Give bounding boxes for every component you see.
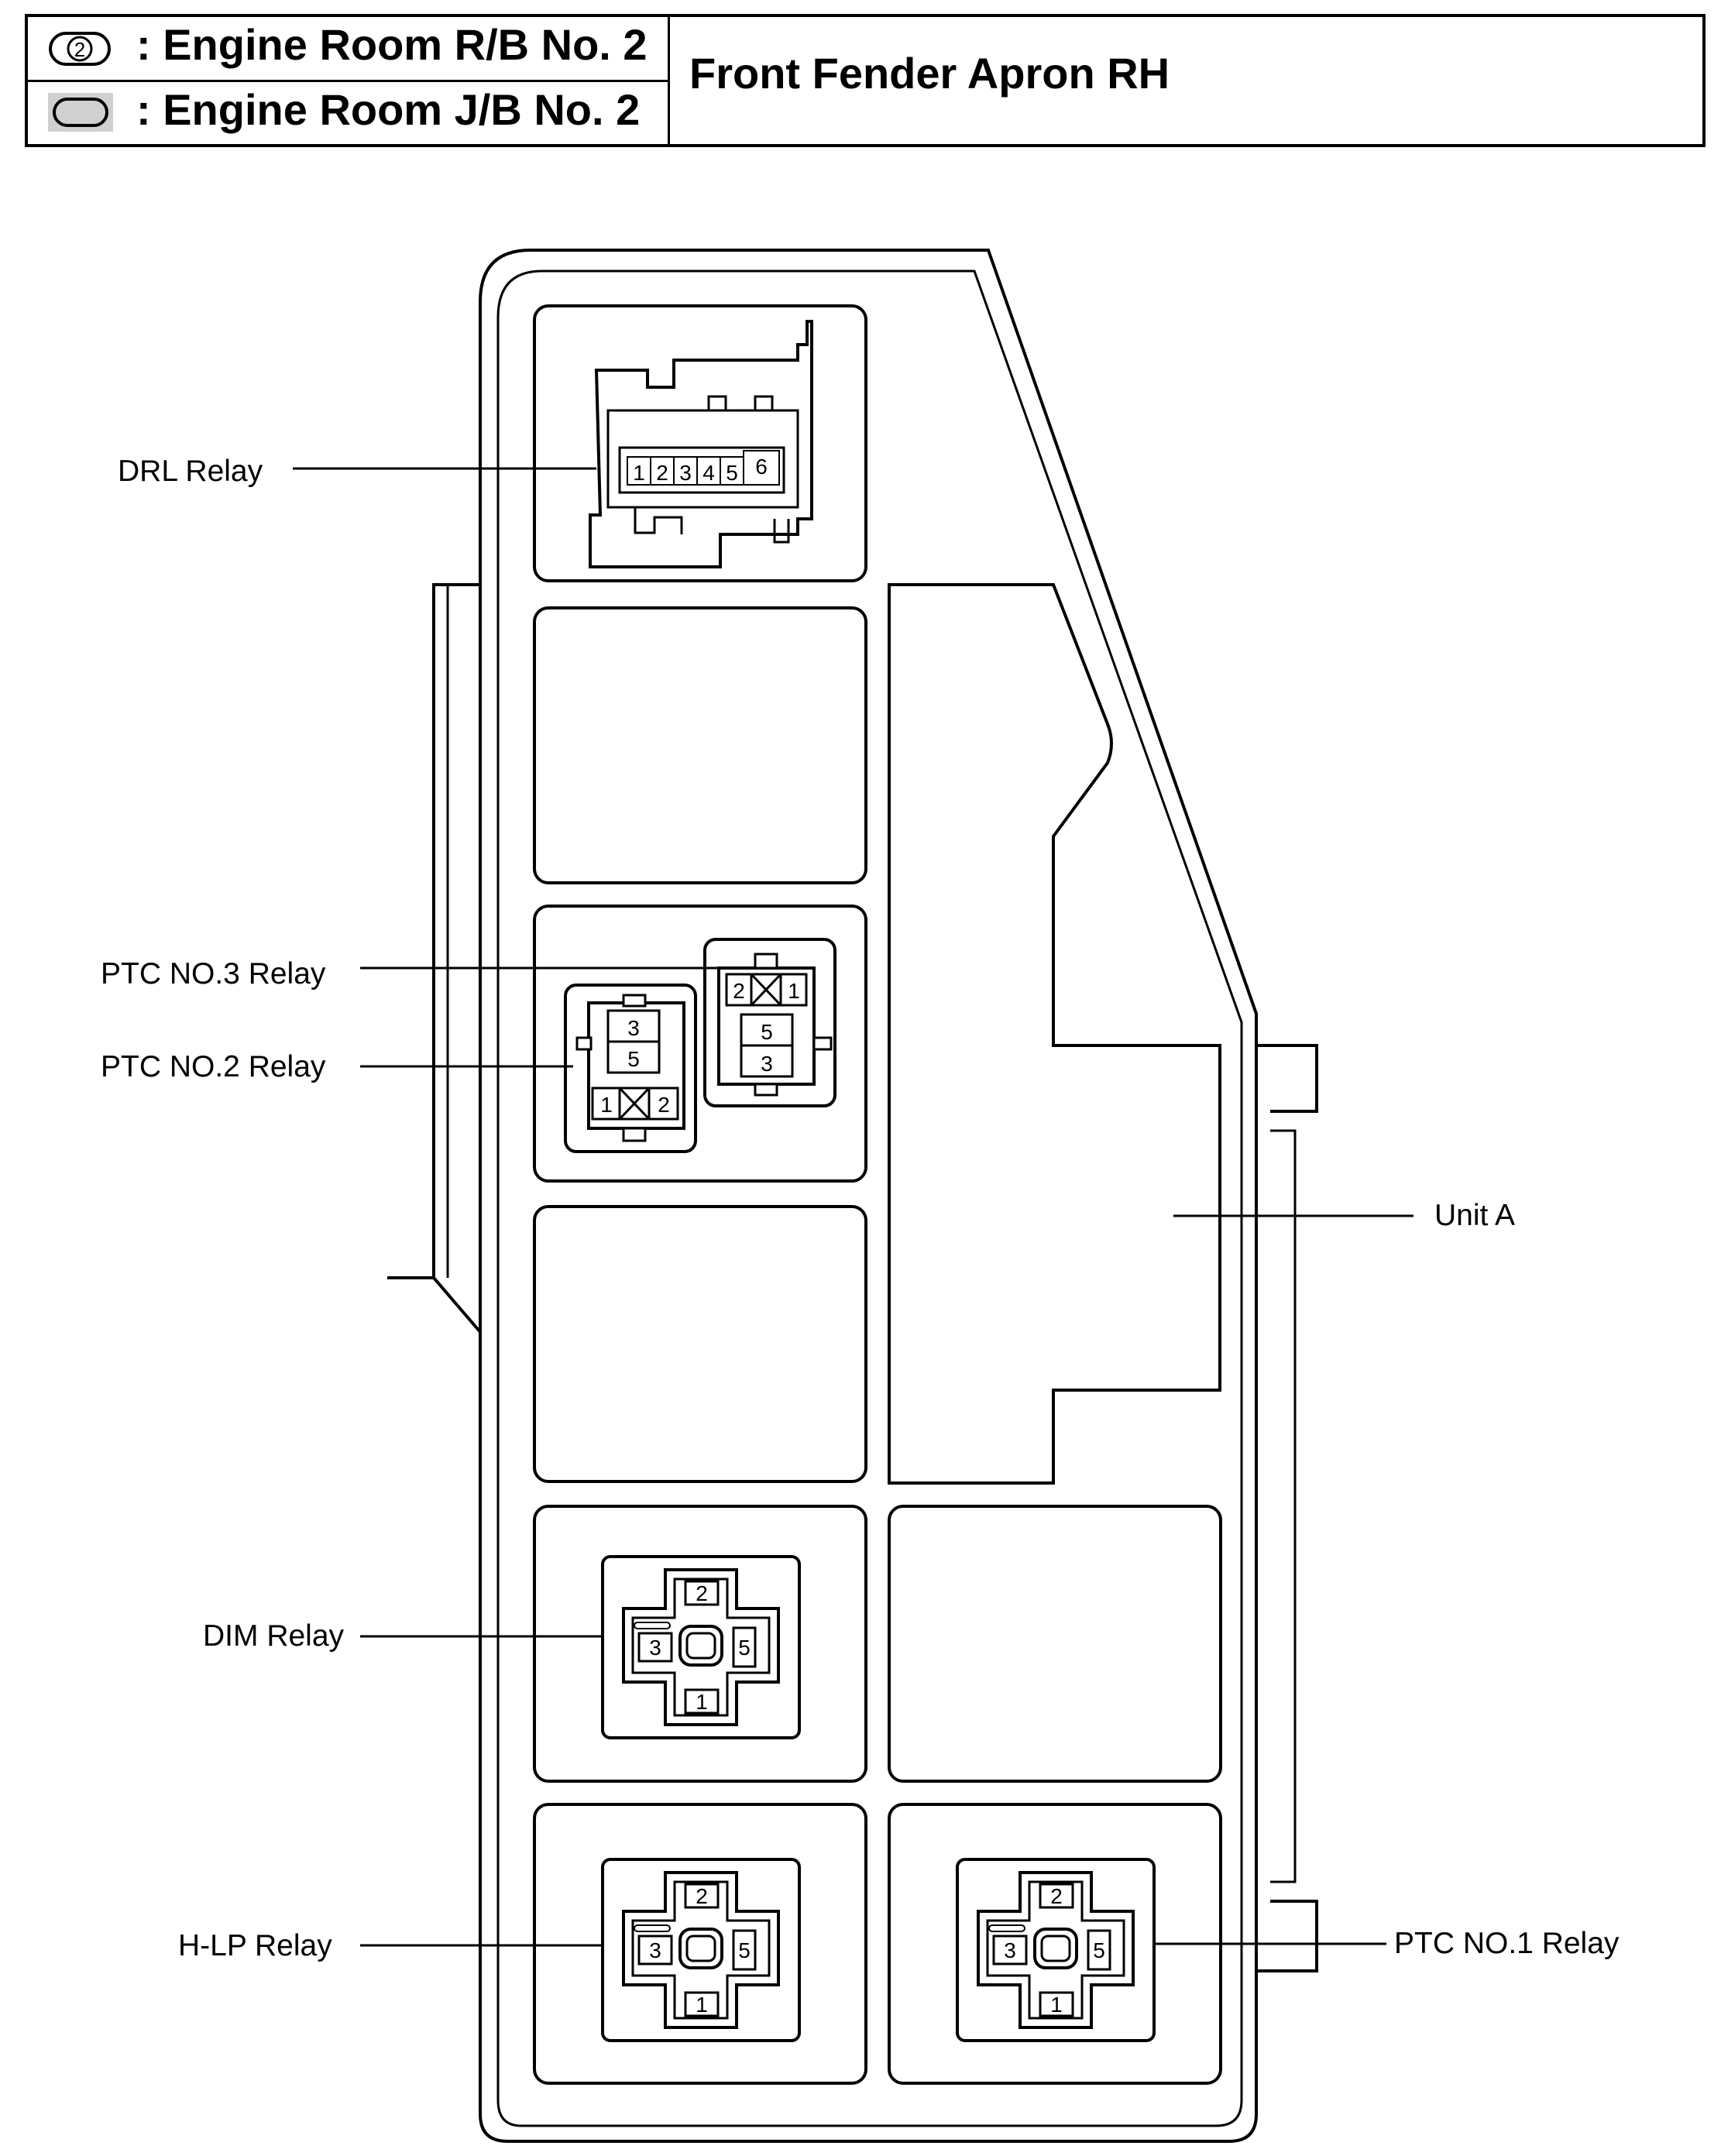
dim-pin-2: 2 — [696, 1581, 708, 1605]
legend-row-rb: 2 : Engine Room R/B No. 2 — [28, 17, 670, 82]
legend-row-jb: : Engine Room J/B No. 2 — [28, 82, 670, 147]
ptc3-pin-1: 1 — [788, 979, 800, 1003]
drl-pin-6: 6 — [755, 455, 768, 479]
dim-relay-label: DIM Relay — [203, 1619, 345, 1653]
legend-jb-label: : Engine Room J/B No. 2 — [136, 85, 641, 134]
numbered-oval-icon: 2 — [49, 32, 111, 66]
ptc1-pin-2: 2 — [1050, 1884, 1063, 1908]
left-bracket — [432, 583, 482, 1334]
location-cell: Front Fender Apron RH — [670, 17, 1706, 147]
hlp-pin-3: 3 — [649, 1938, 661, 1962]
hlp-pin-2: 2 — [696, 1884, 708, 1908]
ptc1-pin-1: 1 — [1050, 1993, 1063, 2017]
ptc3-pin-5: 5 — [761, 1020, 773, 1044]
hlp-relay-connector: 2 3 5 1 — [601, 1858, 801, 2042]
drl-relay-label: DRL Relay — [118, 455, 263, 488]
slot-empty-3 — [888, 1505, 1222, 1783]
ptc2-pin-3: 3 — [627, 1016, 640, 1040]
legend-icon-number: 2 — [74, 38, 85, 61]
drl-pin-4: 4 — [702, 461, 715, 485]
ptc2-relay-label: PTC NO.2 Relay — [101, 1050, 326, 1083]
ptc3-pin-2: 2 — [733, 979, 745, 1003]
ptc2-relay-connector: 3 5 1 2 — [564, 984, 697, 1153]
drl-pin-3: 3 — [679, 461, 692, 485]
right-tab-upper — [1270, 1044, 1318, 1113]
hlp-relay-label: H-LP Relay — [178, 1929, 332, 1962]
unit-a-block — [888, 583, 1221, 1485]
ptc1-relay-connector: 2 3 5 1 — [956, 1858, 1156, 2042]
dim-pin-5: 5 — [738, 1636, 751, 1660]
housing-outline — [387, 249, 1258, 2143]
location-title: Front Fender Apron RH — [689, 49, 1170, 98]
ptc1-pin-3: 3 — [1004, 1938, 1016, 1962]
hlp-pin-5: 5 — [738, 1938, 751, 1962]
slot-empty-2 — [533, 1205, 867, 1483]
dim-pin-3: 3 — [649, 1636, 661, 1660]
ptc3-relay-label: PTC NO.3 Relay — [101, 957, 326, 990]
ptc2-pin-2: 2 — [658, 1093, 670, 1117]
drl-pin-2: 2 — [656, 461, 668, 485]
right-tab-lower — [1270, 1900, 1318, 1972]
drl-pin-1: 1 — [633, 461, 645, 485]
right-rail — [1270, 1129, 1297, 1883]
legend-table: 2 : Engine Room R/B No. 2 : Engine Room … — [25, 14, 1706, 147]
dim-relay-connector: 2 3 5 1 — [601, 1555, 801, 1739]
ptc1-relay-label: PTC NO.1 Relay — [1394, 1927, 1620, 1960]
housing-inner-outline — [496, 270, 1243, 2127]
ptc1-pin-5: 5 — [1093, 1938, 1105, 1962]
dim-pin-1: 1 — [696, 1690, 708, 1714]
ptc2-pin-1: 1 — [600, 1093, 613, 1117]
ptc2-pin-5: 5 — [627, 1047, 640, 1071]
legend-rb-label: : Engine Room R/B No. 2 — [136, 20, 648, 69]
shaded-oval-icon — [48, 93, 113, 132]
hlp-pin-1: 1 — [696, 1993, 708, 2017]
slot-empty-1 — [533, 606, 867, 884]
drl-relay-connector: 1 2 3 4 5 6 — [589, 320, 813, 568]
drl-pin-5: 5 — [726, 461, 738, 485]
ptc3-pin-3: 3 — [761, 1052, 773, 1076]
unit-a-label: Unit A — [1434, 1199, 1515, 1232]
ptc3-relay-connector: 2 1 5 3 — [703, 938, 836, 1107]
